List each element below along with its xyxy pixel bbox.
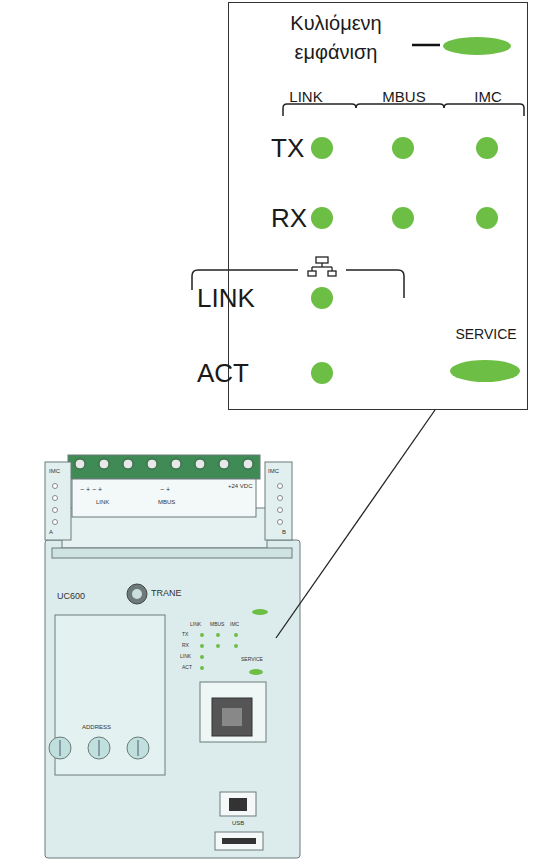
device-marking: − + − +	[80, 486, 102, 493]
device-marking: TX	[182, 632, 188, 637]
device-marking: USB	[232, 820, 244, 826]
controller-device	[45, 455, 300, 858]
device-marking: TRANE	[151, 589, 182, 598]
legend-caption: Κυλιόμενη εμφάνιση	[261, 9, 411, 67]
callout-panel: Κυλιόμενη εμφάνισηLINKMBUSIMCTXRXLINKACT…	[228, 2, 528, 410]
device-marking: SERVICE	[241, 657, 263, 662]
led-legend-drawing	[192, 37, 524, 384]
device-marking: UC600	[57, 592, 85, 601]
led-label: RX	[271, 204, 307, 233]
device-marking: LINK	[180, 654, 191, 659]
device-marking: RX	[182, 643, 189, 648]
device-marking: IMC	[49, 468, 60, 474]
device-marking: ADDRESS	[82, 724, 111, 730]
device-marking: B	[282, 529, 286, 535]
device-marking: ACT	[182, 665, 192, 670]
device-marking: LINK	[190, 622, 201, 627]
led-label: IMC	[474, 89, 502, 106]
device-marking: A	[49, 529, 53, 535]
terminal-screws	[75, 459, 253, 469]
device-marking: IMC	[230, 622, 239, 627]
led-label: ACT	[197, 359, 249, 388]
device-marking: MBUS	[210, 622, 224, 627]
device-marking: IMC	[268, 468, 279, 474]
device-marking: − +	[160, 486, 170, 493]
led-label: SERVICE	[455, 327, 516, 342]
leader-line	[276, 410, 435, 638]
device-marking: +24 VDC	[228, 483, 253, 489]
device-marking: MBUS	[158, 499, 175, 505]
led-label: LINK	[289, 89, 322, 106]
device-leds	[200, 633, 238, 670]
connector-pins	[53, 484, 283, 525]
device-marking: LINK	[96, 499, 109, 505]
led-label: TX	[271, 134, 304, 163]
led-label: MBUS	[382, 89, 425, 106]
led-label: LINK	[197, 284, 255, 313]
